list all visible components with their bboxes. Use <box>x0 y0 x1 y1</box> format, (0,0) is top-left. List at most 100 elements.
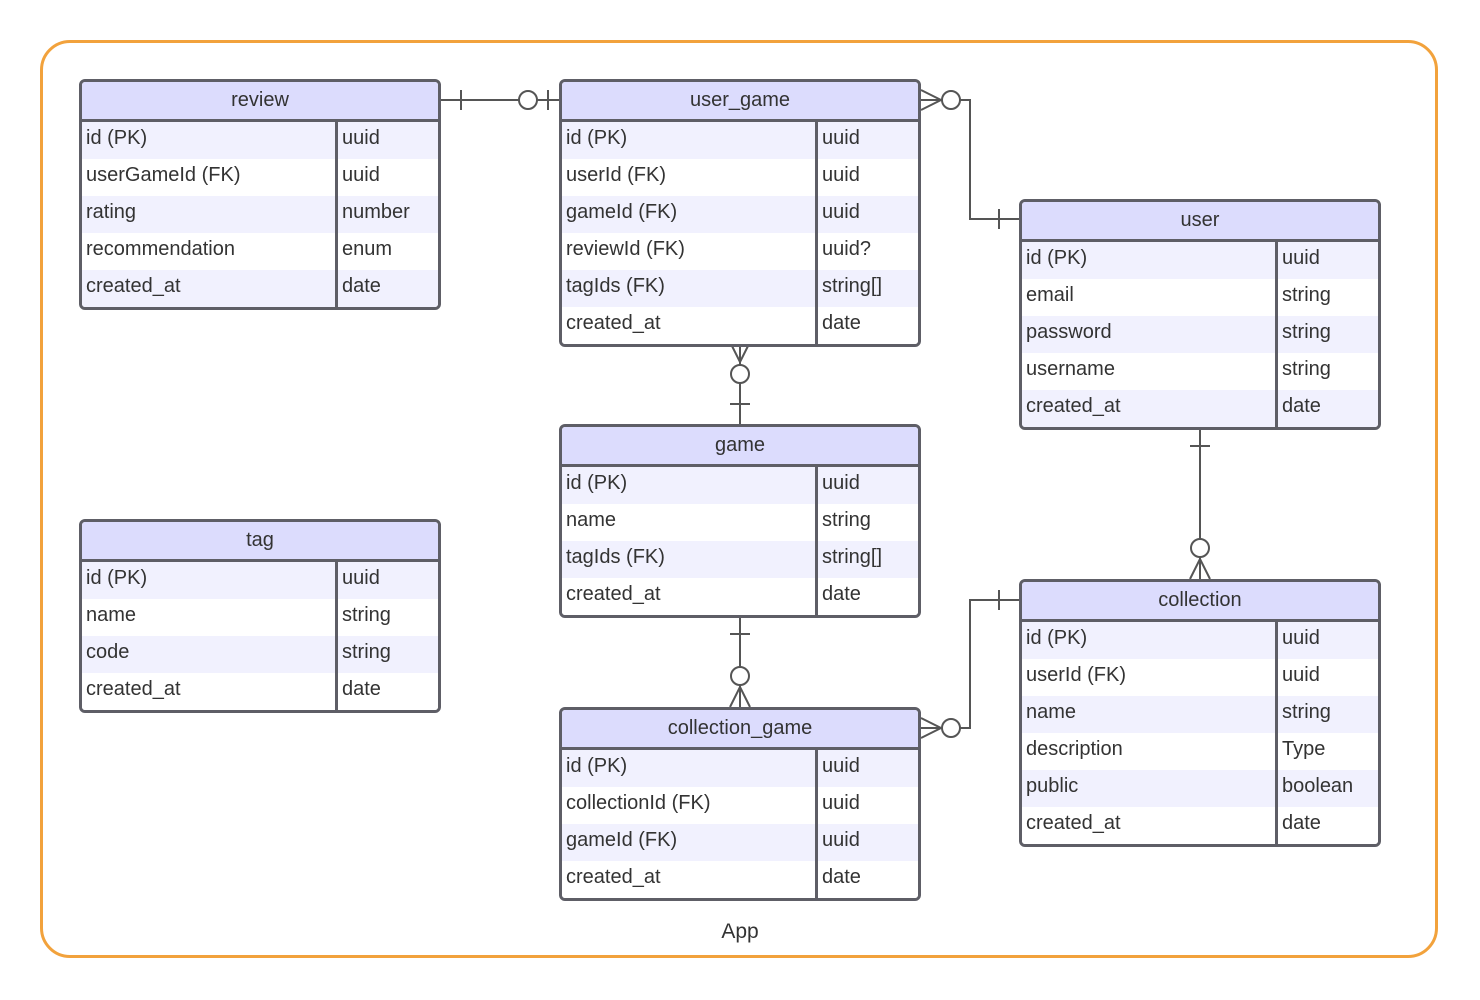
entity-title: user <box>1022 202 1378 242</box>
field-name: created_at <box>86 678 181 700</box>
field-name: collectionId (FK) <box>566 792 711 814</box>
field-type: uuid <box>335 122 438 159</box>
crowfoot-marker <box>729 341 751 365</box>
field-type: date <box>335 673 438 710</box>
zero-marker <box>941 718 961 738</box>
field-type: uuid <box>1275 622 1378 659</box>
field-row: userId (FK)uuid <box>1022 659 1378 696</box>
field-type: string <box>1275 316 1378 353</box>
field-type: uuid <box>815 196 918 233</box>
field-type: date <box>335 270 438 307</box>
field-row: created_at date <box>562 578 918 615</box>
field-type: string <box>335 599 438 636</box>
app-container-frame <box>40 40 1438 958</box>
field-row: tagIds (FK) string[] <box>562 270 918 307</box>
field-name: created_at <box>566 312 661 334</box>
field-name: password <box>1026 321 1112 343</box>
field-name: created_at <box>86 275 181 297</box>
field-row: password string <box>1022 316 1378 353</box>
field-type: string[] <box>815 541 918 578</box>
field-name: id (PK) <box>1026 627 1088 649</box>
field-row: id (PK) uuid <box>1022 622 1378 659</box>
field-type: boolean <box>1275 770 1378 807</box>
field-name: created_at <box>1026 395 1121 417</box>
field-type: Type <box>1275 733 1378 770</box>
field-row: code string <box>82 636 438 673</box>
field-type: number <box>335 196 438 233</box>
field-name: name <box>1026 701 1077 723</box>
field-row: id (PK) uuid <box>82 122 438 159</box>
field-row: id (PK)uuid <box>82 562 438 599</box>
field-type: uuid <box>815 824 918 861</box>
field-type: uuid? <box>815 233 918 270</box>
field-name: description <box>1026 738 1123 760</box>
field-type: uuid <box>335 159 438 196</box>
connector-collection-game-collection <box>921 599 1019 729</box>
field-name: recommendation <box>86 238 235 260</box>
field-row: created_at date <box>82 673 438 710</box>
field-row: created_at date <box>82 270 438 307</box>
field-name: created_at <box>1026 812 1121 834</box>
zero-marker <box>1190 538 1210 558</box>
container-label: App <box>721 920 759 943</box>
field-name: tagIds (FK) <box>566 546 665 568</box>
zero-marker <box>730 666 750 686</box>
field-type: uuid <box>335 562 438 599</box>
field-row: reviewId (FK) uuid? <box>562 233 918 270</box>
field-type: uuid <box>815 750 918 787</box>
field-row: description Type <box>1022 733 1378 770</box>
field-row: userGameId (FK) uuid <box>82 159 438 196</box>
field-name: reviewId (FK) <box>566 238 685 260</box>
field-row: userId (FK)uuid <box>562 159 918 196</box>
field-name: username <box>1026 358 1115 380</box>
field-type: string <box>335 636 438 673</box>
field-row: id (PK) uuid <box>562 122 918 159</box>
field-type: uuid <box>1275 659 1378 696</box>
entity-title: tag <box>82 522 438 562</box>
crowfoot-marker <box>1189 556 1211 580</box>
connector-user-game-user <box>921 99 1019 220</box>
field-name: rating <box>86 201 137 223</box>
field-name: created_at <box>566 866 661 888</box>
entity-title: game <box>562 427 918 467</box>
field-row: public boolean <box>1022 770 1378 807</box>
field-type: date <box>1275 807 1378 844</box>
field-name: userGameId (FK) <box>86 164 241 186</box>
field-name: id (PK) <box>86 127 148 149</box>
zero-marker <box>730 364 750 384</box>
field-name: public <box>1026 775 1079 797</box>
field-name: id (PK) <box>566 127 628 149</box>
field-row: id (PK)uuid <box>1022 242 1378 279</box>
field-type: uuid <box>815 122 918 159</box>
field-name: tagIds (FK) <box>566 275 665 297</box>
field-name: id (PK) <box>1026 247 1088 269</box>
field-row: created_at date <box>1022 807 1378 844</box>
zero-marker <box>941 90 961 110</box>
field-name: gameId (FK) <box>566 201 678 223</box>
field-type: date <box>815 578 918 615</box>
field-name: name <box>566 509 617 531</box>
field-name: code <box>86 641 130 663</box>
field-name: created_at <box>566 583 661 605</box>
field-type: string[] <box>815 270 918 307</box>
field-row: gameId (FK) uuid <box>562 196 918 233</box>
